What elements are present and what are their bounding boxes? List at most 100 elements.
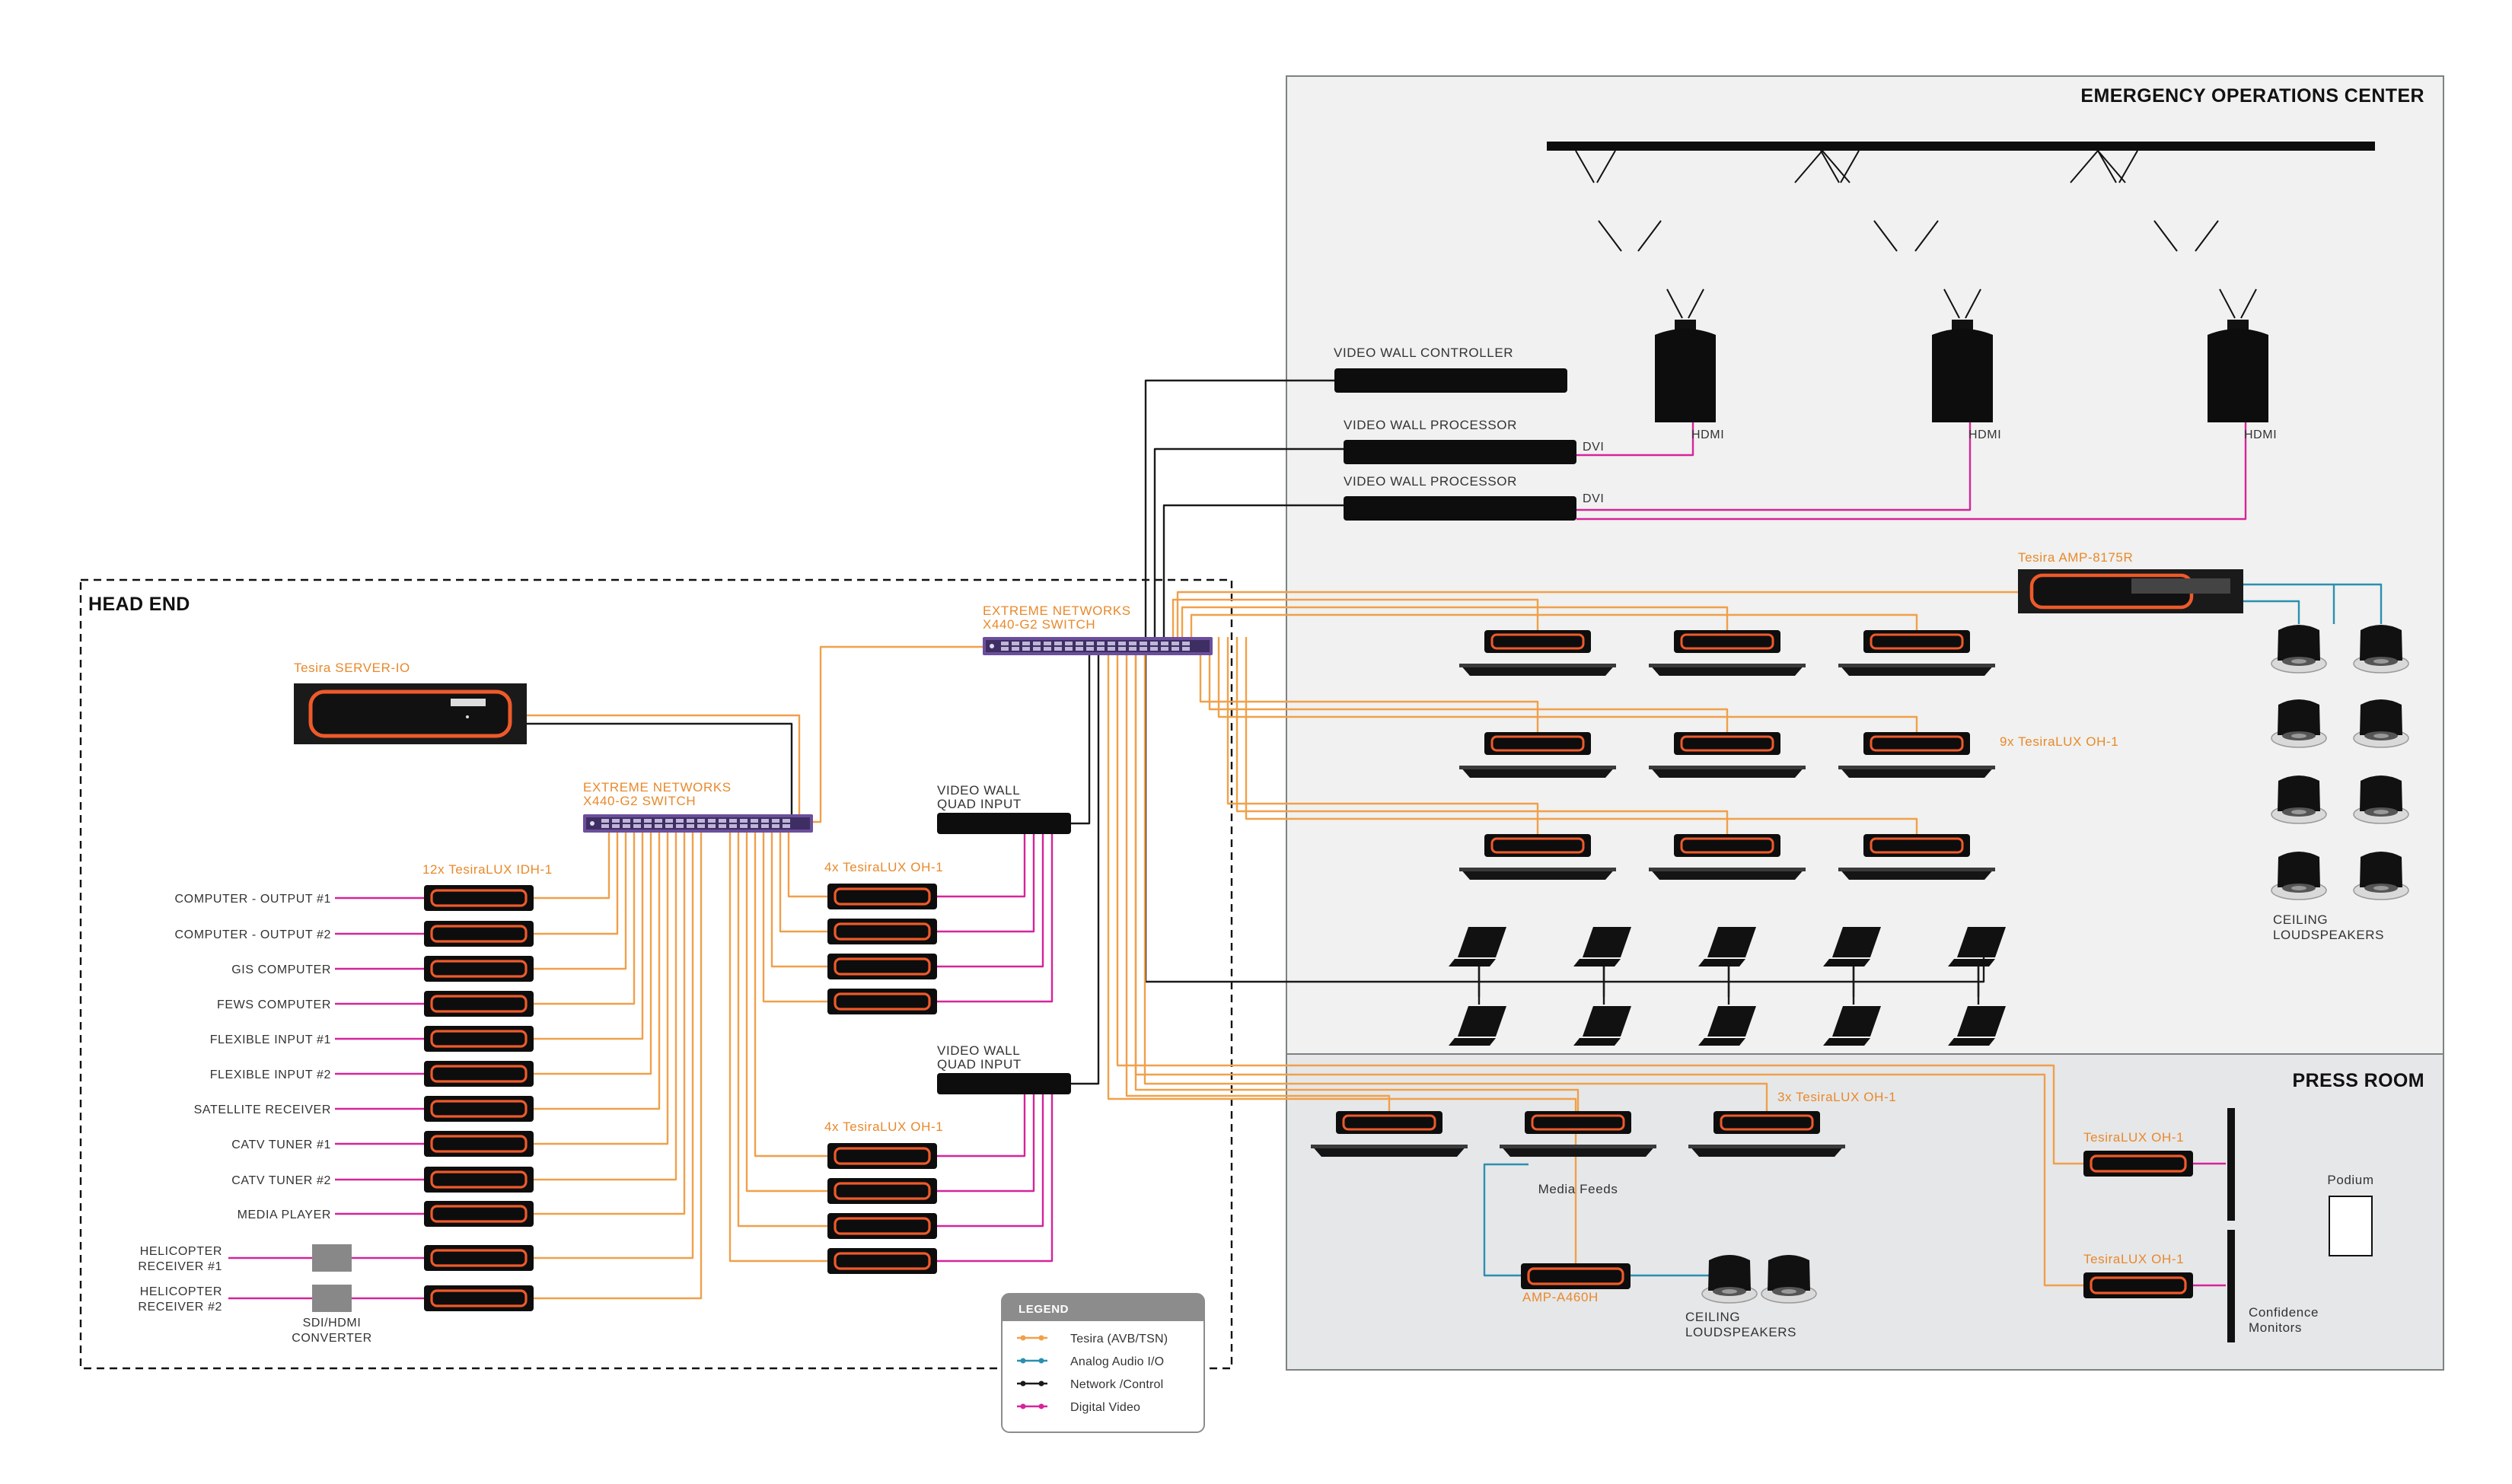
video-wire [1576, 422, 1694, 457]
avb-wire [1181, 606, 1729, 637]
switch-left [583, 814, 813, 833]
oh-group-b-quad-input [937, 1073, 1071, 1094]
tesiralux-oh-1 [827, 884, 937, 909]
avb-wire [534, 833, 627, 970]
avb-wire [762, 833, 827, 1003]
tesiralux-oh-1 [827, 1143, 937, 1169]
hdmi-label: HDMI [1968, 428, 2001, 441]
ceiling-loudspeakers-label: CEILING [1685, 1310, 1740, 1324]
legend-title: LEGEND [1019, 1303, 1069, 1316]
avb-wire [745, 833, 827, 1193]
legend-item-label: Digital Video [1070, 1401, 1140, 1414]
video-wire [937, 834, 1054, 1003]
avb-wire [737, 833, 827, 1228]
avb-wire [534, 833, 677, 1181]
avb-wire [1176, 591, 2018, 637]
sdi-converter-label: SDI/HDMI [303, 1317, 362, 1330]
network-wire [527, 722, 793, 814]
source-label: HELICOPTER [140, 1245, 222, 1258]
switch-left-label: EXTREME NETWORKS [583, 780, 732, 795]
tesiralux-idh-1 [424, 1285, 534, 1311]
sdi-converter-label: CONVERTER [292, 1332, 372, 1345]
tesiralux-oh-1 [827, 1248, 937, 1274]
source-label: FLEXIBLE INPUT #2 [210, 1068, 331, 1081]
laptop [1449, 927, 1506, 967]
tesiralux-oh-1 [1838, 834, 1995, 880]
video-wire [1576, 422, 1972, 511]
confidence-monitors-label: Monitors [2249, 1320, 2302, 1335]
tesiralux-idh-1 [424, 1131, 534, 1157]
avb-wire [534, 833, 686, 1215]
oh-single-label: TesiraLUX OH-1 [2083, 1130, 2184, 1145]
tesiralux-oh-1 [1649, 834, 1806, 880]
podium-label: Podium [2327, 1173, 2373, 1187]
laptop [1823, 1006, 1881, 1046]
quad-input-label: VIDEO WALL [937, 1043, 1020, 1058]
avb-wire [1190, 613, 1918, 637]
tesiralux-oh-1 [827, 919, 937, 944]
avb-wire [770, 833, 827, 968]
avb-wire [534, 833, 644, 1040]
confidence-monitor [2227, 1108, 2235, 1221]
avb-wire [787, 833, 827, 898]
tesiralux-oh-1 [1311, 1111, 1468, 1157]
avb-wire [728, 833, 827, 1263]
avb-wire [1107, 655, 1577, 1275]
video-wall-processor-1 [1344, 440, 1576, 464]
avb-wire [534, 833, 619, 935]
avb-wire [779, 833, 827, 933]
dvi-label: DVI [1583, 441, 1604, 454]
source-label: COMPUTER - OUTPUT #2 [175, 928, 332, 941]
projector-2 [1932, 288, 1993, 422]
source-label: COMPUTER - OUTPUT #1 [175, 893, 332, 906]
tesiralux-idh-1 [424, 991, 534, 1017]
projector-1 [1655, 288, 1716, 422]
legend-item-label: Analog Audio I/O [1070, 1355, 1164, 1368]
analog-wire [2243, 600, 2300, 624]
video-wall-processor-2 [1344, 496, 1576, 521]
video-wire [1576, 422, 2247, 521]
tesira-server-io [294, 683, 527, 744]
laptop [1948, 927, 2006, 967]
avb-wire [534, 833, 703, 1300]
video-wire [937, 1094, 1035, 1193]
avb-wire [1217, 637, 1918, 732]
laptop [1948, 1006, 2006, 1046]
oh-group-b-label: 4x TesiraLUX OH-1 [824, 1119, 943, 1134]
tesiralux-oh-1 [827, 1213, 937, 1239]
hdmi-label: HDMI [2244, 428, 2277, 441]
switch-right-label: EXTREME NETWORKS [983, 603, 1131, 618]
quad-input-label: QUAD INPUT [937, 1057, 1022, 1072]
eoc-title: EMERGENCY OPERATIONS CENTER [2080, 85, 2424, 107]
tesira-amp-8175r [2018, 569, 2243, 613]
avb-wire [534, 833, 661, 1110]
tesiralux-oh-1 [1459, 630, 1616, 676]
source-label: RECEIVER #1 [138, 1260, 222, 1273]
ceiling-loudspeaker [1761, 1255, 1817, 1304]
oh-group-a-label: 4x TesiraLUX OH-1 [824, 860, 943, 874]
avb-wire [534, 833, 652, 1075]
tesiralux-idh-1 [424, 1245, 534, 1271]
tesiralux-oh-1 [1688, 1111, 1845, 1157]
avb-wire [1143, 655, 1768, 1111]
podium [2329, 1196, 2373, 1256]
ceiling-loudspeakers-label: LOUDSPEAKERS [1685, 1325, 1796, 1339]
network-wire [1162, 504, 1344, 637]
laptop [1823, 927, 1881, 967]
tesiralux-oh-1 [1838, 732, 1995, 778]
tesiralux-idh-1 [424, 1061, 534, 1087]
analog-wire [1483, 1163, 1529, 1277]
ceiling-loudspeaker [2271, 775, 2327, 824]
network-wire [1071, 655, 1100, 1085]
source-label: FEWS COMPUTER [217, 998, 331, 1011]
confidence-monitors-label: Confidence [2249, 1305, 2319, 1320]
device-layer [294, 142, 2409, 1433]
avb-wire [754, 833, 827, 1158]
ceiling-loudspeaker [2353, 699, 2409, 748]
tesiralux-oh-1 [1649, 732, 1806, 778]
video-wire [937, 834, 1026, 898]
ceiling-loudspeaker [2271, 625, 2327, 674]
quad-input-label: QUAD INPUT [937, 797, 1022, 811]
ceiling-loudspeakers-label: CEILING [2273, 912, 2328, 927]
